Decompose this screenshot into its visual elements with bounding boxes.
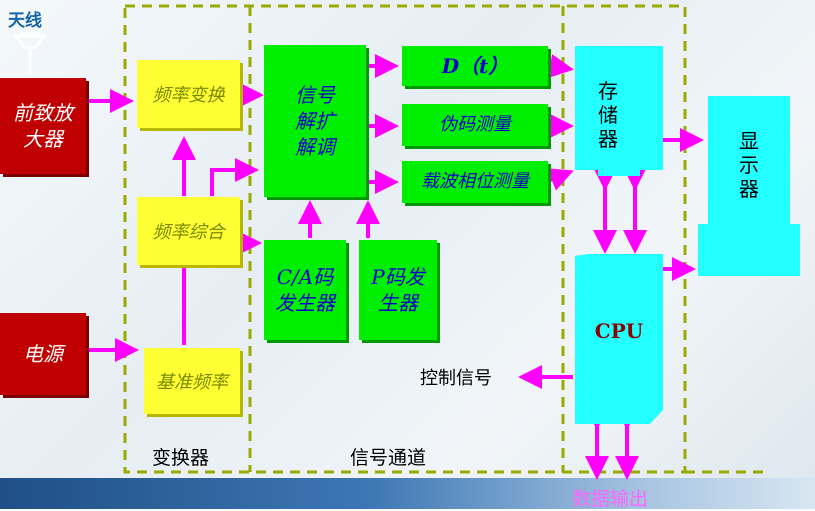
pseudo-block: 伪码测量 <box>402 104 548 146</box>
memory-block <box>575 46 663 176</box>
data-output-label: 数据输出 <box>572 488 649 510</box>
antenna-label: 天线 <box>8 11 42 31</box>
display-text-box: 显示器 <box>708 120 790 210</box>
display-label: 显示器 <box>739 129 759 201</box>
arrow-carrier-to-mem <box>546 168 574 191</box>
power-block: 电源 <box>0 313 86 395</box>
cpu-block <box>575 254 663 424</box>
freq-synth-block: 频率综合 <box>137 197 240 265</box>
preamp-block: 前致放大器 <box>0 78 86 174</box>
ref-freq-label: 基准频率 <box>156 372 228 393</box>
power-label: 电源 <box>23 342 63 366</box>
despread-label: 信号解扩解调 <box>295 83 335 159</box>
ca-gen-label: C/A码发生器 <box>275 265 335 315</box>
memory-text-box: 存储器 <box>575 72 641 158</box>
display-block <box>698 96 800 276</box>
memory-label: 存储器 <box>598 79 618 151</box>
cpu-label: CPU <box>594 319 644 343</box>
signal-channel-label: 信号通道 <box>350 447 427 469</box>
freq-conv-label: 频率变换 <box>152 85 225 106</box>
antenna-icon <box>13 32 47 75</box>
dt-block: D（t） <box>402 46 548 86</box>
arrow-dt-to-mem <box>548 54 574 78</box>
p-gen-label: P码发生器 <box>371 265 425 315</box>
pseudo-label: 伪码测量 <box>439 114 511 135</box>
bidirectional-arrows <box>585 167 647 480</box>
ref-freq-block: 基准频率 <box>144 348 240 414</box>
freq-conv-block: 频率变换 <box>137 60 240 128</box>
bottom-band <box>0 478 815 509</box>
outer-dashed-region <box>123 4 687 474</box>
carrier-label: 载波相位测量 <box>421 171 529 192</box>
p-gen-block: P码发生器 <box>359 240 437 340</box>
cpu-text-box: CPU <box>575 316 663 346</box>
preamp-label: 前致放大器 <box>13 101 73 151</box>
control-signal-label: 控制信号 <box>420 368 492 389</box>
carrier-block: 载波相位测量 <box>402 161 548 203</box>
dt-label: D（t） <box>441 54 509 78</box>
despread-block: 信号解扩解调 <box>264 45 366 197</box>
freq-synth-label: 频率综合 <box>152 222 225 243</box>
converter-region-label: 变换器 <box>152 447 210 469</box>
ca-gen-block: C/A码发生器 <box>264 240 346 340</box>
arrow-synth-to-despread <box>210 158 259 196</box>
